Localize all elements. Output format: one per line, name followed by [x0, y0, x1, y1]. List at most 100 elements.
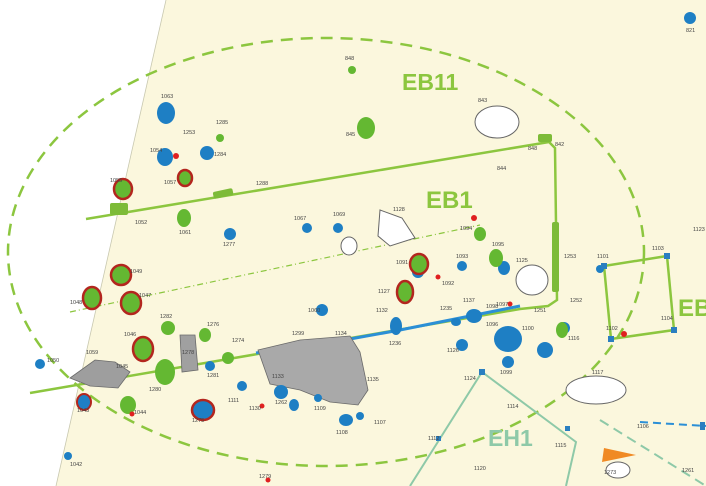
label-eh1: EH1	[488, 425, 533, 451]
pit	[390, 317, 402, 335]
stone-feature	[515, 264, 549, 296]
feature-number: 848	[528, 146, 537, 152]
feature-number: 1093	[456, 254, 468, 260]
red-marker	[259, 403, 265, 409]
feature-number: 1134	[335, 331, 347, 337]
feature-number: 1108	[336, 430, 348, 436]
pit	[502, 356, 514, 368]
pit	[684, 12, 696, 24]
stone-feature	[377, 209, 416, 247]
feature-number: 1048	[70, 300, 82, 306]
post-marker	[436, 436, 441, 441]
post-markers	[436, 253, 705, 441]
pit	[120, 396, 136, 414]
feature-number: 1285	[216, 120, 228, 126]
excavation-boundary	[55, 0, 167, 486]
pit	[155, 359, 175, 385]
feature-number: 1101	[597, 254, 609, 260]
post-marker	[479, 369, 485, 375]
pit	[494, 326, 522, 352]
feature-number: 1278	[182, 350, 194, 356]
red-marker	[435, 274, 441, 280]
feature-number: 1127	[378, 289, 390, 295]
pit	[224, 228, 236, 240]
pit	[112, 177, 134, 201]
pit	[76, 393, 92, 411]
feature-number: 843	[478, 98, 487, 104]
feature-number: 1276	[207, 322, 219, 328]
red-ringed-pits	[76, 168, 430, 422]
orange-arrow-icon	[602, 448, 636, 462]
feature-number: 1052	[135, 220, 147, 226]
red-marker	[471, 215, 477, 221]
pit	[408, 252, 430, 276]
pit	[339, 414, 353, 426]
stone-cluster	[69, 359, 131, 389]
feature-number: 1096	[486, 322, 498, 328]
feature-number: 1132	[376, 308, 388, 314]
feature-number: 1104	[661, 316, 673, 322]
pit	[537, 342, 553, 358]
feature-number: 1069	[333, 212, 345, 218]
pit	[109, 263, 133, 287]
feature-number: 1050	[47, 358, 59, 364]
post-marker	[671, 327, 677, 333]
post-marker	[664, 253, 670, 259]
pit	[274, 385, 288, 399]
red-marker	[129, 411, 135, 417]
feature-number: 1063	[161, 94, 173, 100]
wall-segment	[110, 203, 128, 215]
wall-segment	[552, 222, 559, 292]
feature-number: 1103	[652, 246, 664, 252]
feature-number: 1126	[447, 348, 459, 354]
feature-number: 1281	[207, 373, 219, 379]
feature-number: 1115	[555, 443, 566, 449]
pit	[161, 321, 175, 335]
feature-number: 1123	[693, 227, 705, 233]
feature-number: 1114	[507, 404, 518, 410]
feature-number: 1067	[294, 216, 306, 222]
feature-number: 845	[346, 132, 355, 138]
feature-number: 1274	[232, 338, 244, 344]
feature-number: 1092	[442, 281, 454, 287]
eh1-outline	[409, 370, 578, 486]
feature-number: 1273	[604, 470, 616, 476]
post-marker	[601, 263, 607, 269]
feature-number: 1235	[440, 306, 452, 312]
feature-number: 1279	[259, 474, 271, 480]
feature-number: 1288	[256, 181, 268, 187]
feature-number: 1047	[139, 293, 151, 299]
pit	[357, 117, 375, 139]
pit	[395, 279, 415, 305]
feature-number: 1094	[460, 226, 472, 232]
feature-number: 1111	[228, 398, 239, 404]
pit	[302, 223, 312, 233]
stone-feature	[474, 105, 520, 139]
feature-number: 1282	[160, 314, 172, 320]
stone-feature	[340, 236, 358, 256]
green-pits	[120, 66, 568, 414]
pit	[498, 261, 510, 275]
feature-number: 1253	[183, 130, 195, 136]
cyan-dashed-line	[639, 421, 706, 427]
pit	[489, 249, 503, 267]
feature-number: 1055	[110, 178, 122, 184]
pit	[451, 318, 461, 326]
feature-number-labels: 848 821 1063 1285 1253 1054 1284 1055 10…	[47, 28, 705, 480]
pit	[314, 394, 322, 402]
feature-number: 1284	[214, 152, 226, 158]
pit	[289, 399, 299, 411]
feature-number: 1275	[192, 418, 204, 424]
feature-number: 1277	[223, 242, 235, 248]
feature-number: 1046	[124, 332, 136, 338]
feature-number: 1095	[492, 242, 504, 248]
pit	[81, 285, 103, 311]
pit	[237, 381, 247, 391]
feature-number: 1135	[367, 377, 379, 383]
pit	[222, 352, 234, 364]
feature-number: 844	[497, 166, 506, 172]
feature-number: 1060	[308, 308, 320, 314]
pit	[64, 452, 72, 460]
